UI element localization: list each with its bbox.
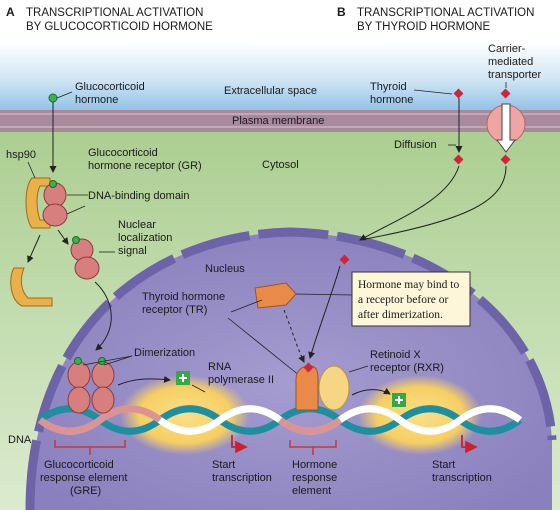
start-a-label-2: transcription [212, 472, 272, 484]
panel-a-title-1: TRANSCRIPTIONAL ACTIVATION [26, 7, 203, 19]
nls-label-1: Nuclear [118, 219, 156, 231]
hre-label-2: response [292, 472, 337, 484]
tr-on-dna [295, 365, 319, 411]
gr-label-2: hormone receptor (GR) [88, 160, 202, 172]
hsp90-label: hsp90 [6, 149, 36, 161]
thyroid-hormone-diamond-3 [453, 154, 464, 165]
start-a-label-1: Start [212, 459, 235, 471]
tr-label-2: receptor (TR) [142, 304, 207, 316]
gre-label-1: Glucocorticoid [44, 459, 114, 471]
extracellular-label: Extracellular space [224, 85, 317, 97]
activation-plus-b [392, 393, 406, 407]
gr-receptor-lower [42, 203, 68, 227]
start-arrow-b [461, 435, 478, 454]
glucocorticoid-hormone-dot [48, 93, 58, 103]
panel-b-letter: B [337, 5, 346, 19]
nls-label-2: localization [118, 232, 172, 244]
carrier-label-1: Carrier- [488, 43, 526, 55]
callout-line-2: a receptor before or [358, 294, 449, 306]
nuclear-envelope [25, 227, 557, 510]
panel-a-letter: A [6, 5, 15, 19]
transporter-arrow [496, 103, 516, 153]
gre-label-2: response element [40, 472, 127, 484]
callout-box [351, 271, 471, 327]
free-gr-lower [74, 256, 100, 280]
start-b-label-1: Start [432, 459, 455, 471]
thyroid-hormone-diamond-4 [500, 154, 511, 165]
dna-label: DNA [8, 434, 32, 446]
carrier-label-2: mediated [488, 56, 533, 68]
tr-label-1: Thyroid hormone [142, 291, 225, 303]
free-hsp90 [10, 267, 53, 307]
bound-hormone-a1 [49, 180, 57, 188]
gr-dimer [67, 357, 115, 414]
dna-hre-highlight [277, 417, 343, 435]
rxr-label-2: receptor (RXR) [370, 362, 444, 374]
rna-pol-label-2: polymerase II [208, 374, 274, 386]
bound-thyroid-hormone [303, 362, 314, 373]
activation-plus-a [176, 371, 190, 385]
gc-hormone-label-2: hormone [75, 94, 118, 106]
dimerization-label: Dimerization [134, 347, 195, 359]
hre-label-1: Hormone [292, 459, 337, 471]
start-b-label-2: transcription [432, 472, 492, 484]
hsp90-protein [25, 177, 51, 229]
carrier-label-3: transporter [488, 69, 542, 81]
extracellular-space [0, 42, 560, 112]
panel-b-title-2: BY THYROID HORMONE [357, 21, 490, 33]
cytosol-label: Cytosol [262, 159, 299, 171]
gre-label-3: (GRE) [70, 485, 101, 497]
rna-polymerase-ii-b [358, 375, 482, 455]
dna-helix [37, 405, 523, 435]
thyroid-hormone-label-1: Thyroid [370, 81, 407, 93]
gr-label-1: Glucocorticoid [88, 147, 158, 159]
thyroid-hormone-receptor [254, 282, 297, 309]
thyroid-hormone-label-2: hormone [370, 94, 413, 106]
gc-hormone-label-1: Glucocorticoid [75, 81, 145, 93]
callout-line-1: Hormone may bind to [358, 279, 459, 291]
panel-b-title-1: TRANSCRIPTIONAL ACTIVATION [357, 7, 534, 19]
rxr-label-1: Retinoid X [370, 349, 421, 361]
hre-label-3: element [292, 485, 331, 497]
callout-line-3: after dimerization. [358, 309, 443, 321]
rna-polymerase-ii-a [120, 375, 250, 455]
bound-hormone-a2 [72, 236, 80, 244]
panel-a-title-2: BY GLUCOCORTICOID HORMONE [26, 21, 213, 33]
nucleus-label: Nucleus [205, 263, 245, 275]
dna-gre-highlight [37, 405, 163, 435]
dna-binding-label: DNA-binding domain [88, 190, 190, 202]
rna-pol-label-1: RNA [208, 361, 232, 373]
rxr-protein [318, 365, 350, 411]
membrane-label: Plasma membrane [232, 115, 324, 127]
nls-label-3: signal [118, 245, 147, 257]
diffusion-label: Diffusion [394, 139, 437, 151]
start-arrow-a [231, 435, 248, 454]
